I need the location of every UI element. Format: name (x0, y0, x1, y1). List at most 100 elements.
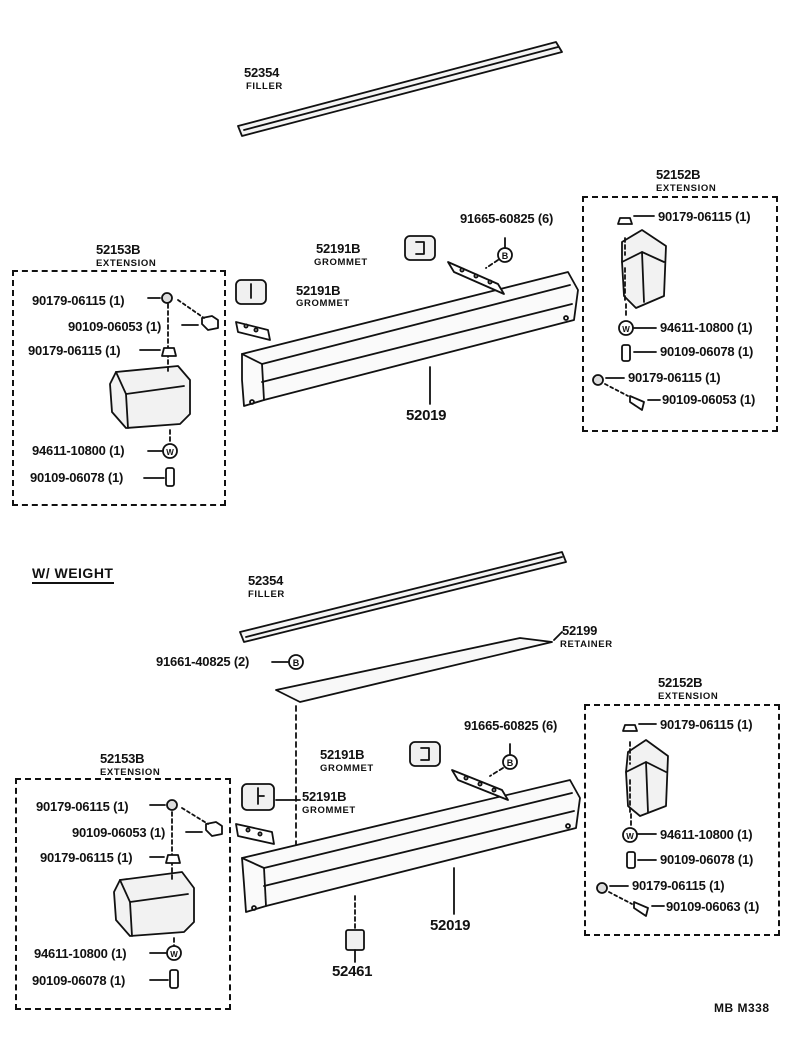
grommet-lower-bottom-part: 52191B (302, 789, 347, 804)
grommet-upper-bottom (409, 741, 441, 767)
right-bottom-bolt-a-label: 90109-06078 (1) (660, 852, 754, 867)
section-title: W/ WEIGHT (32, 566, 114, 584)
extension-left-top-name: EXTENSION (96, 258, 157, 269)
left-bottom-bolt-b-label: 90109-06053 (1) (72, 825, 166, 840)
extension-right-top-shape (621, 229, 667, 309)
right-bottom-washer-label: 94611-10800 (1) (660, 827, 753, 842)
extension-left-top-part: 52153B (96, 242, 141, 257)
left-bottom-nut-a-label: 90179-06115 (1) (36, 799, 129, 814)
bracket-right-top (447, 261, 505, 295)
bracket-right-bottom (451, 769, 509, 801)
svg-text:W: W (170, 950, 178, 959)
filler-top-name: FILLER (246, 81, 283, 92)
extension-left-bottom-shape (113, 871, 195, 937)
bumper-top (241, 271, 579, 407)
bolt-right-bottom-a (626, 851, 636, 869)
filler-top-part: 52354 (244, 65, 280, 80)
right-top-washer-label: 94611-10800 (1) (660, 320, 753, 335)
grommet-lower-top-part: 52191B (296, 283, 341, 298)
grommet-lower-top (235, 279, 267, 305)
right-top-bolt-b-label: 90109-06053 (1) (662, 392, 756, 407)
bolt-left-top-b (201, 315, 219, 331)
stopper-bottom (345, 929, 365, 951)
svg-text:B: B (293, 658, 300, 668)
nut-right-bottom-b (596, 882, 608, 894)
catalog-code: MB M338 (714, 1001, 770, 1015)
bolt-left-top-a (165, 467, 175, 487)
extension-right-bottom-shape (625, 739, 669, 817)
extension-right-bottom-part: 52152B (658, 675, 703, 690)
nut-right-bottom-a (622, 724, 638, 732)
extension-left-top-box (12, 270, 226, 506)
right-bottom-nut-b-label: 90179-06115 (1) (632, 878, 725, 893)
nut-left-top-a (161, 292, 173, 304)
bolt-main-bottom-label: 91665-60825 (6) (464, 718, 558, 733)
right-top-nut-a-label: 90179-06115 (1) (658, 209, 751, 224)
grommet-upper-top-part: 52191B (316, 241, 361, 256)
grommet-upper-bottom-part: 52191B (320, 747, 365, 762)
grommet-lower-top-name: GROMMET (296, 298, 350, 309)
filler-bottom-part: 52354 (248, 573, 284, 588)
bolt-b-bottom: B (502, 754, 518, 770)
bolt-main-top-label: 91665-60825 (6) (460, 211, 554, 226)
bolt-b-top: B (497, 247, 513, 263)
filler-strip-bottom (239, 551, 567, 643)
left-bottom-bolt-a-label: 90109-06078 (1) (32, 973, 126, 988)
nut-right-top-b (592, 374, 604, 386)
retainer-plate (275, 637, 553, 703)
filler-strip-top (237, 41, 563, 137)
extension-right-top-box (582, 196, 778, 432)
bolt-right-bottom-b (633, 901, 649, 917)
left-top-bolt-a-label: 90109-06078 (1) (30, 470, 124, 485)
bolt-left-bottom-b (205, 821, 223, 837)
bracket-left-bottom (235, 823, 275, 845)
bolt-right-top-b (629, 395, 645, 411)
right-top-bolt-a-label: 90109-06078 (1) (660, 344, 754, 359)
stopper-part: 52461 (332, 963, 373, 980)
bolt-retainer-label: 91661-40825 (2) (156, 654, 250, 669)
bumper-top-part: 52019 (406, 407, 447, 424)
grommet-upper-top-name: GROMMET (314, 257, 368, 268)
retainer-name: RETAINER (560, 639, 613, 650)
bolt-right-top-a (621, 344, 631, 362)
grommet-lower-bottom-name: GROMMET (302, 805, 356, 816)
svg-text:W: W (622, 325, 630, 334)
svg-text:B: B (507, 758, 514, 768)
nut-left-top-b (161, 347, 177, 357)
grommet-upper-top (404, 235, 436, 261)
extension-right-top-part: 52152B (656, 167, 701, 182)
bumper-bottom-part: 52019 (430, 917, 471, 934)
right-bottom-bolt-b-label: 90109-06063 (1) (666, 899, 760, 914)
left-top-nut-b-label: 90179-06115 (1) (28, 343, 121, 358)
extension-right-bottom-box (584, 704, 780, 936)
filler-bottom-name: FILLER (248, 589, 285, 600)
washer-left-top: W (162, 443, 178, 459)
svg-text:W: W (166, 448, 174, 457)
grommet-lower-bottom (241, 783, 275, 811)
extension-right-top-name: EXTENSION (656, 183, 717, 194)
bolt-retainer-bottom: B (288, 654, 304, 670)
retainer-part: 52199 (562, 623, 598, 638)
extension-right-bottom-name: EXTENSION (658, 691, 719, 702)
svg-text:B: B (502, 251, 509, 261)
extension-left-bottom-box (15, 778, 231, 1010)
left-top-washer-label: 94611-10800 (1) (32, 443, 125, 458)
left-bottom-washer-label: 94611-10800 (1) (34, 946, 127, 961)
right-bottom-nut-a-label: 90179-06115 (1) (660, 717, 753, 732)
extension-left-top-shape (109, 365, 191, 429)
washer-right-top: W (618, 320, 634, 336)
grommet-upper-bottom-name: GROMMET (320, 763, 374, 774)
right-top-nut-b-label: 90179-06115 (1) (628, 370, 721, 385)
left-bottom-nut-b-label: 90179-06115 (1) (40, 850, 133, 865)
nut-left-bottom-a (166, 799, 178, 811)
bolt-left-bottom-a (169, 969, 179, 989)
nut-left-bottom-b (165, 854, 181, 864)
left-top-bolt-b-label: 90109-06053 (1) (68, 319, 162, 334)
bracket-left-top (235, 321, 271, 341)
washer-left-bottom: W (166, 945, 182, 961)
bumper-bottom (241, 779, 581, 913)
nut-right-top-a (617, 217, 633, 225)
washer-right-bottom: W (622, 827, 638, 843)
